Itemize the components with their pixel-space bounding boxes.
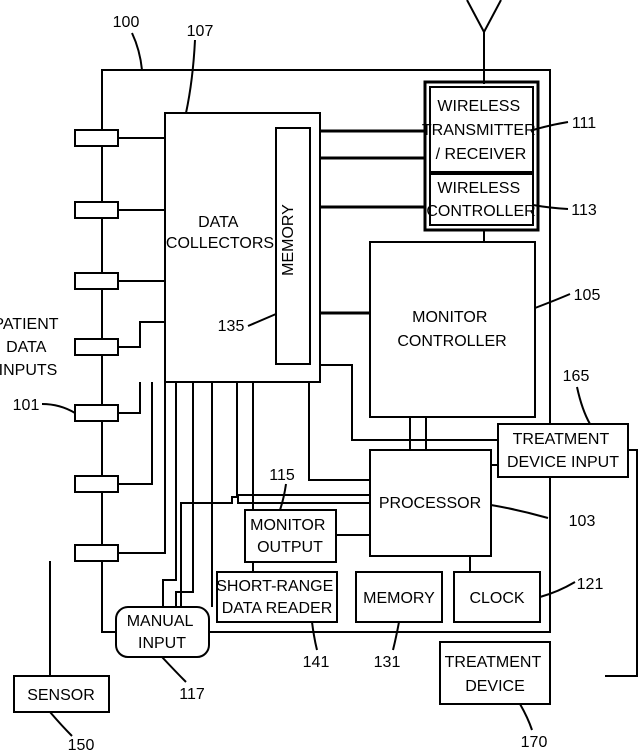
sensor-label: SENSOR [27, 687, 95, 704]
ref-113: 113 [571, 202, 597, 219]
ref-135: 135 [218, 318, 245, 335]
ref-165: 165 [563, 368, 590, 385]
processor-label: PROCESSOR [379, 495, 481, 512]
monitor-controller-block [370, 242, 535, 417]
ref-117: 117 [179, 686, 205, 703]
input-connector [75, 545, 118, 561]
input-connector [75, 202, 118, 218]
ref-101: 101 [13, 397, 40, 414]
clock-label: CLOCK [469, 590, 524, 607]
input-connector [75, 405, 118, 421]
memory-label: MEMORY [363, 590, 435, 607]
ref-131: 131 [374, 654, 401, 671]
ref-103: 103 [569, 513, 596, 530]
wireless-transmitter-receiver-label: WIRELESS TRANSMITTER / RECEIVER [422, 98, 540, 163]
antenna-icon [467, 0, 501, 84]
ref-105: 105 [574, 287, 601, 304]
ref-111: 111 [572, 115, 596, 132]
input-connector [75, 476, 118, 492]
patient-input-connectors [75, 130, 118, 561]
input-connector [75, 339, 118, 355]
ref-115: 115 [269, 467, 295, 484]
ref-121: 121 [577, 576, 604, 593]
ref-170: 170 [521, 734, 548, 751]
ref-107: 107 [187, 23, 214, 40]
ref-100: 100 [113, 14, 140, 31]
ref-141: 141 [303, 654, 330, 671]
input-connector [75, 130, 118, 146]
ref-150: 150 [68, 737, 95, 754]
patient-data-inputs-label: PATIENT DATA INPUTS [0, 316, 63, 379]
collector-memory-label: MEMORY [280, 204, 297, 276]
input-connector [75, 273, 118, 289]
